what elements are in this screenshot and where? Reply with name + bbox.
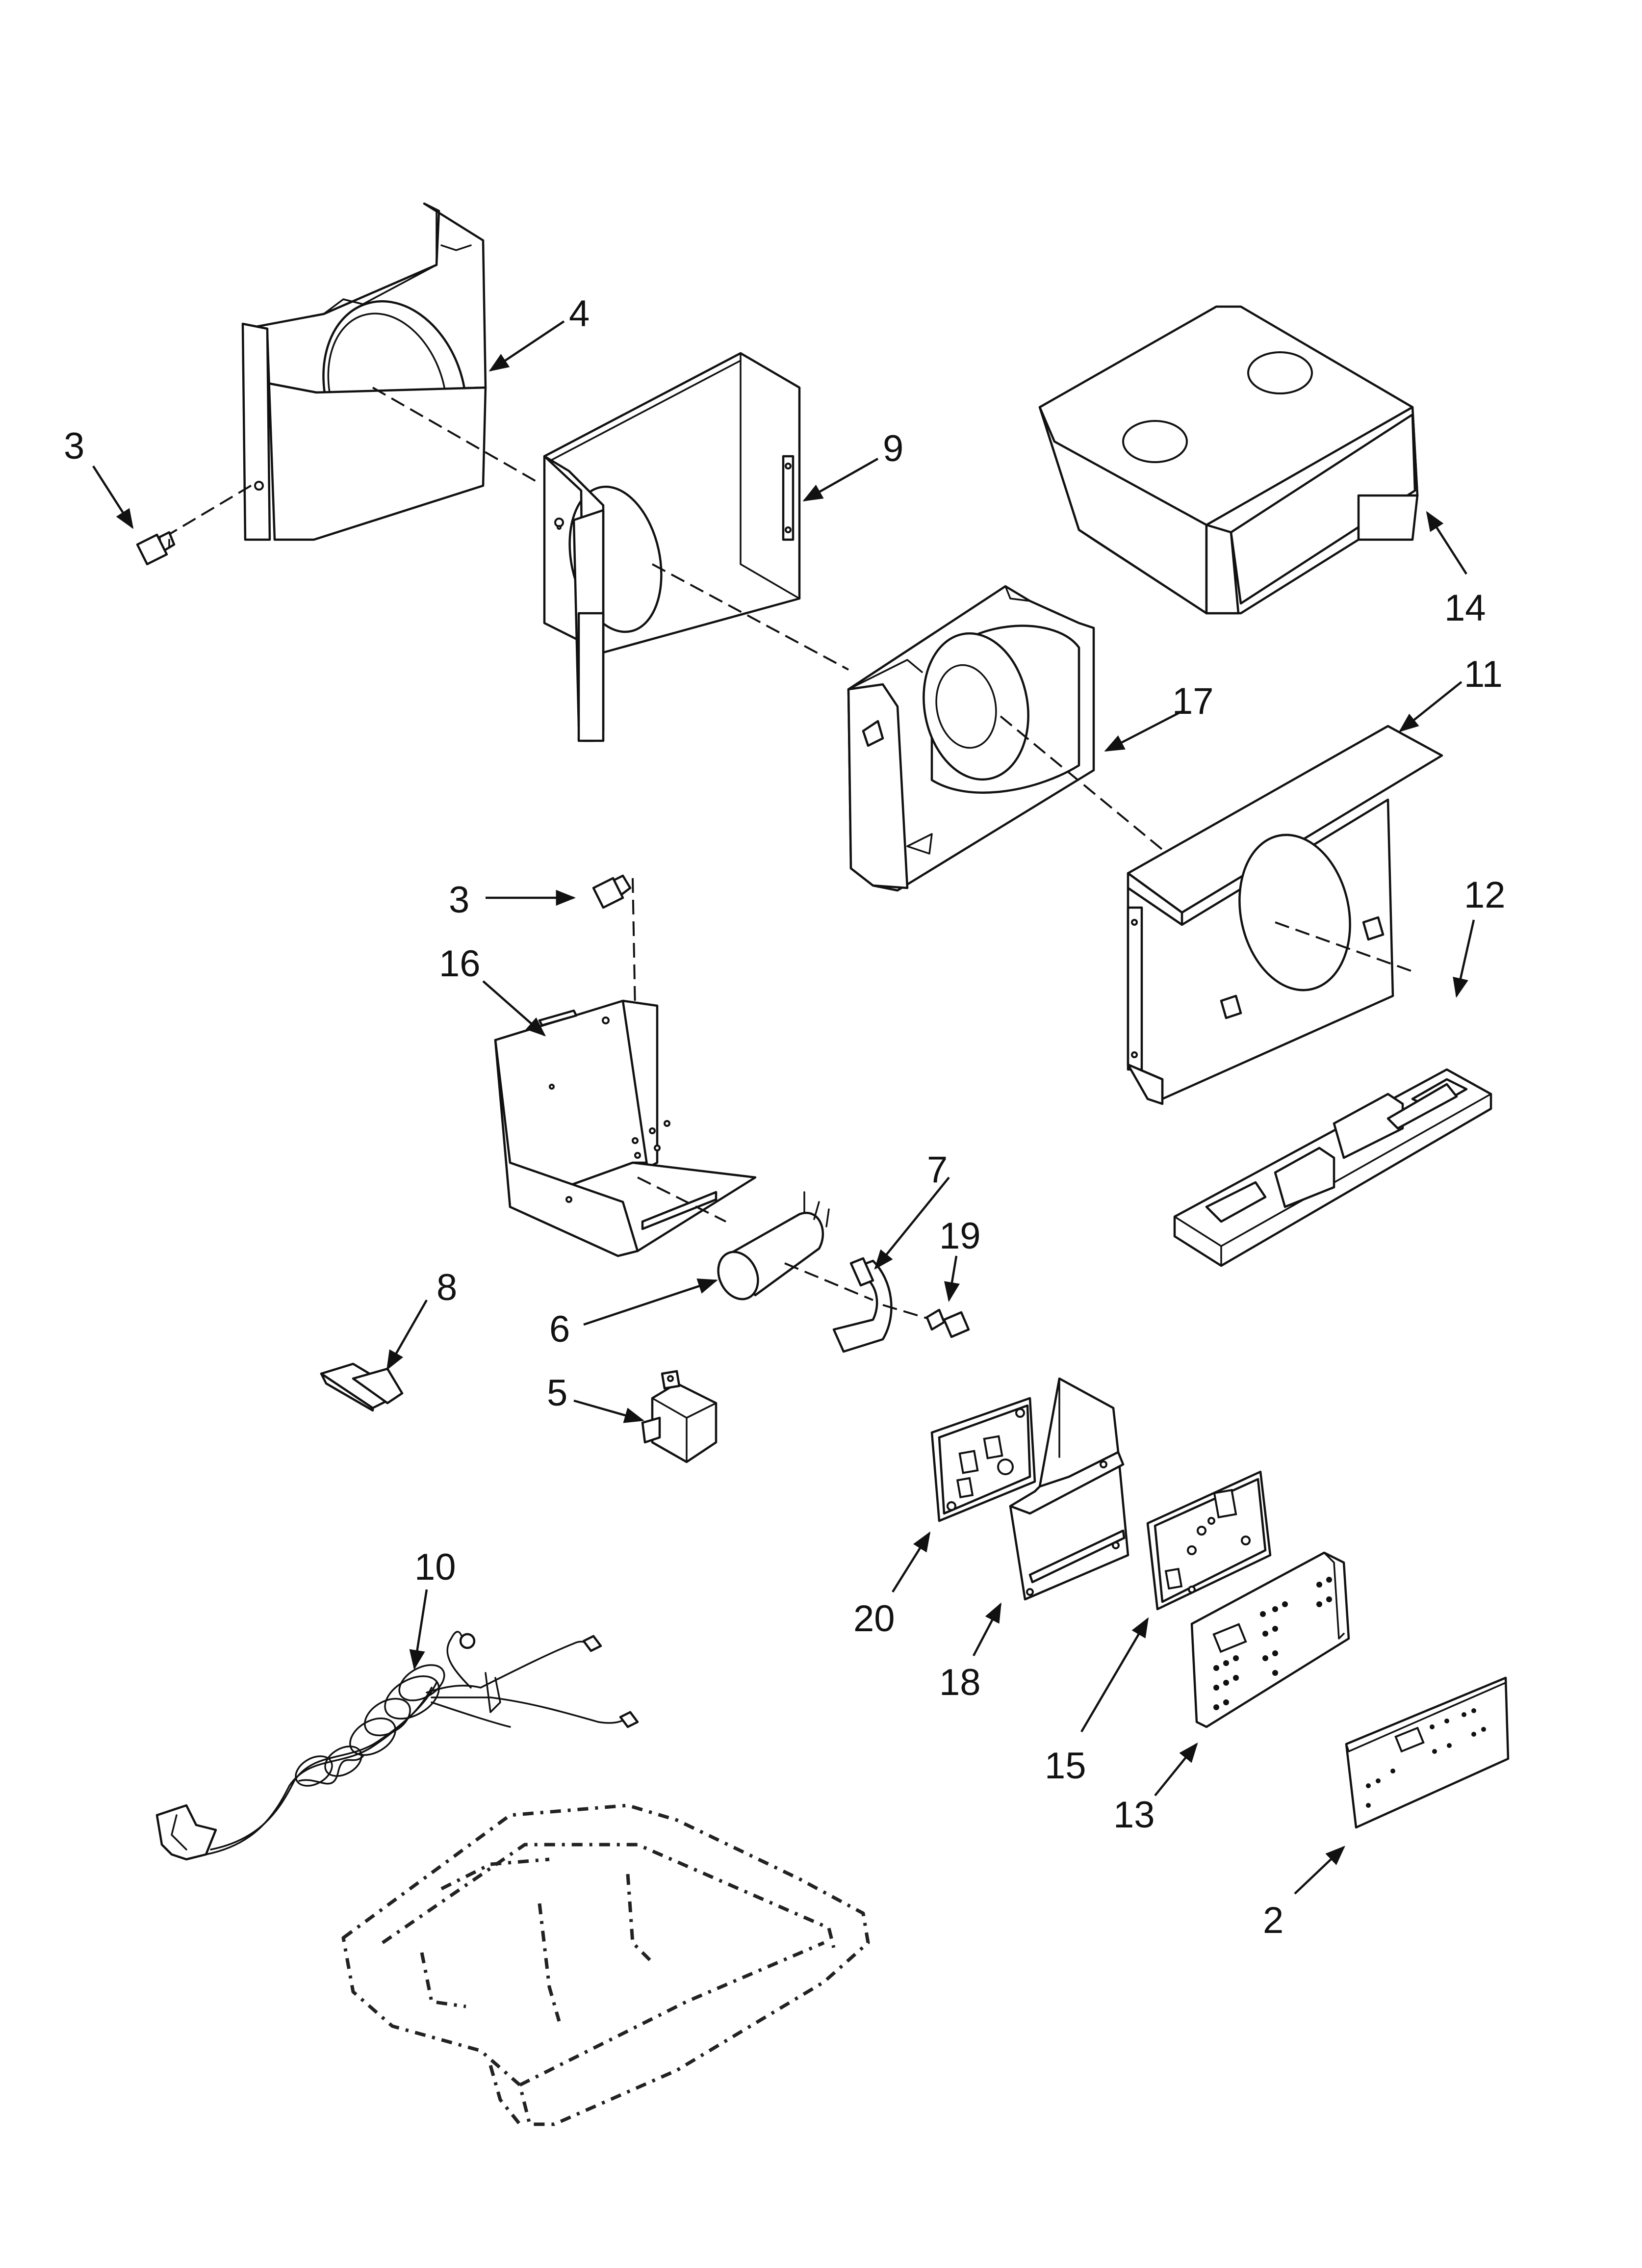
callout-15: 15	[1045, 1745, 1086, 1787]
callout-3-upper: 3	[64, 425, 84, 467]
part-20-board	[930, 1397, 1036, 1522]
part-11-bracket	[1127, 725, 1443, 1105]
part-14-cover	[1038, 305, 1419, 615]
leader-arrows	[92, 320, 1475, 1895]
part-9-orifice-panel	[543, 352, 801, 742]
part-18-bracket	[1009, 1377, 1129, 1601]
callout-16: 16	[439, 943, 481, 985]
part-8-clip	[320, 1362, 404, 1412]
callout-7: 7	[927, 1149, 948, 1191]
callout-labels: 3 4 9 14 11 17 3 16 12 7 19 8 6 5 10 20 …	[64, 293, 1506, 1941]
callout-2: 2	[1263, 1900, 1283, 1941]
part-4-shroud	[241, 202, 487, 541]
callout-19: 19	[939, 1215, 981, 1257]
callout-13: 13	[1113, 1794, 1155, 1836]
part-3-screw-upper	[136, 482, 256, 566]
part-6-capacitor	[717, 1191, 830, 1301]
callout-12: 12	[1464, 874, 1506, 916]
part-7-strap	[832, 1257, 893, 1353]
part-19-screw	[925, 1308, 970, 1338]
callout-10: 10	[414, 1546, 456, 1588]
part-17-blower-housing	[847, 585, 1095, 892]
phantom-base-pan	[341, 1803, 870, 2126]
callout-20: 20	[853, 1598, 895, 1640]
callout-11: 11	[1464, 653, 1503, 695]
callout-4: 4	[569, 293, 590, 335]
callout-6: 6	[549, 1308, 570, 1350]
callout-8: 8	[436, 1267, 457, 1308]
part-3-screw-middle	[592, 874, 636, 1011]
part-15-display-board	[1146, 1470, 1272, 1611]
part-10-wire-harness	[155, 1631, 639, 1861]
callout-3-middle: 3	[449, 879, 469, 921]
part-12-base-tray	[1173, 1068, 1492, 1267]
callout-18: 18	[939, 1662, 981, 1703]
part-2-overlay	[1345, 1676, 1510, 1829]
part-13-control-panel	[1190, 1551, 1350, 1728]
callout-5: 5	[547, 1372, 567, 1414]
part-5-relay	[641, 1370, 718, 1463]
callout-14: 14	[1444, 587, 1486, 629]
part-16-control-bracket	[494, 999, 757, 1257]
callout-17: 17	[1172, 680, 1214, 722]
callout-9: 9	[883, 428, 903, 469]
